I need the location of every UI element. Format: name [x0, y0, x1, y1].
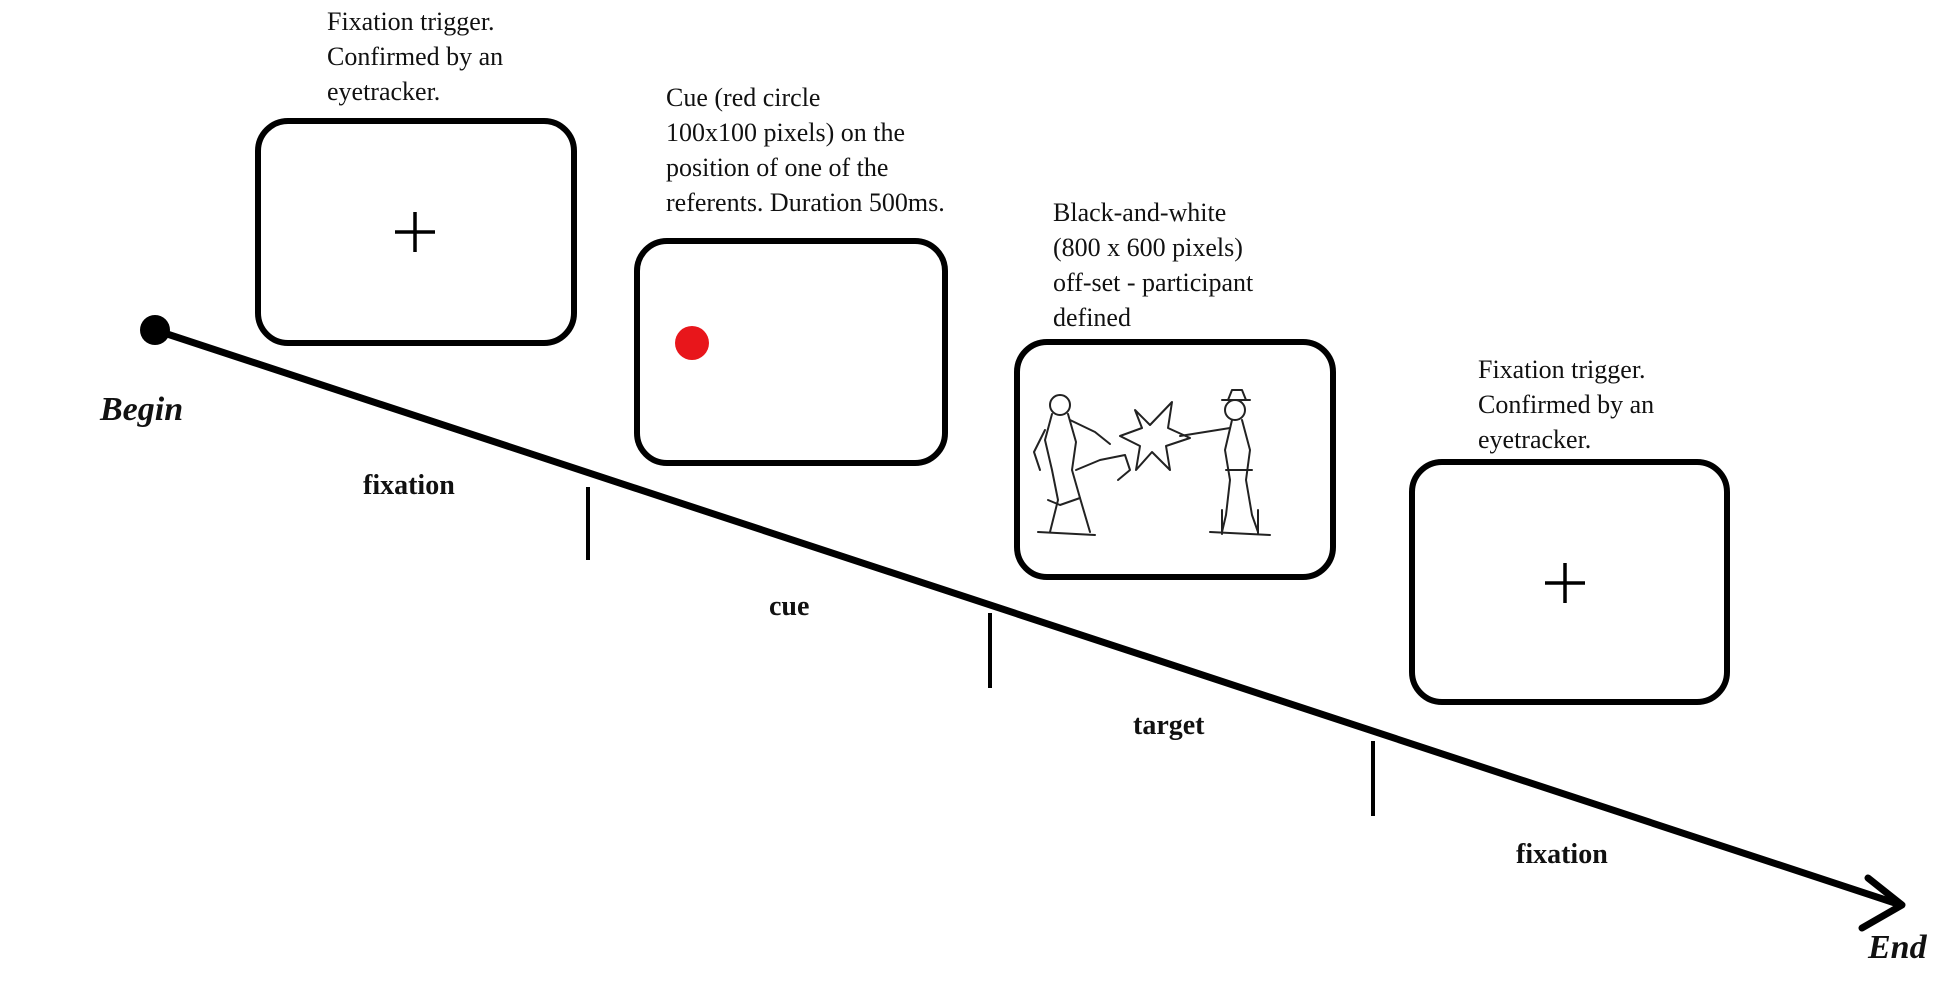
target-screen: Black-and-white (800 x 600 pixels) off-s…	[1014, 198, 1336, 580]
phase-label-fixation: fixation	[363, 470, 455, 501]
phase-label-fixation: fixation	[1516, 839, 1608, 870]
red-cue-dot-icon	[675, 326, 709, 360]
screen-caption: Fixation trigger. Confirmed by an eyetra…	[327, 7, 510, 106]
line-drawing-icon	[1033, 389, 1271, 536]
end-label: End	[1867, 929, 1928, 966]
screen-caption: Black-and-white (800 x 600 pixels) off-s…	[1053, 198, 1260, 332]
phase-label-target: target	[1133, 710, 1205, 741]
begin-label: Begin	[99, 391, 183, 428]
fixation-screen-1: Fixation trigger. Confirmed by an eyetra…	[255, 7, 577, 346]
cue-screen: Cue (red circle 100x100 pixels) on the p…	[634, 83, 948, 466]
phase-label-cue: cue	[769, 591, 809, 622]
timeline-arrowhead	[1858, 874, 1906, 932]
fixation-screen-2: Fixation trigger. Confirmed by an eyetra…	[1409, 355, 1730, 705]
timeline-axis	[151, 326, 1902, 908]
timeline-start-dot	[140, 315, 170, 345]
screen-caption: Fixation trigger. Confirmed by an eyetra…	[1478, 355, 1661, 454]
screen-caption: Cue (red circle 100x100 pixels) on the p…	[666, 83, 945, 217]
